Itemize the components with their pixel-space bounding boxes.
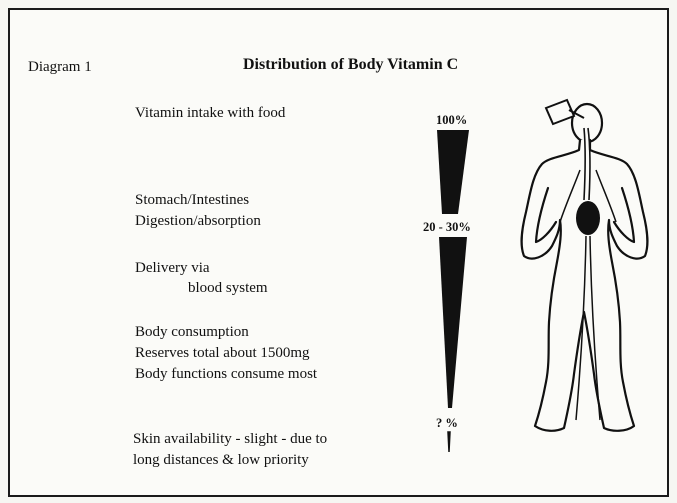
wedge-lower (439, 237, 467, 408)
wedge-tip (448, 432, 450, 452)
stomach-icon (576, 201, 600, 235)
wedge-upper (437, 130, 469, 214)
